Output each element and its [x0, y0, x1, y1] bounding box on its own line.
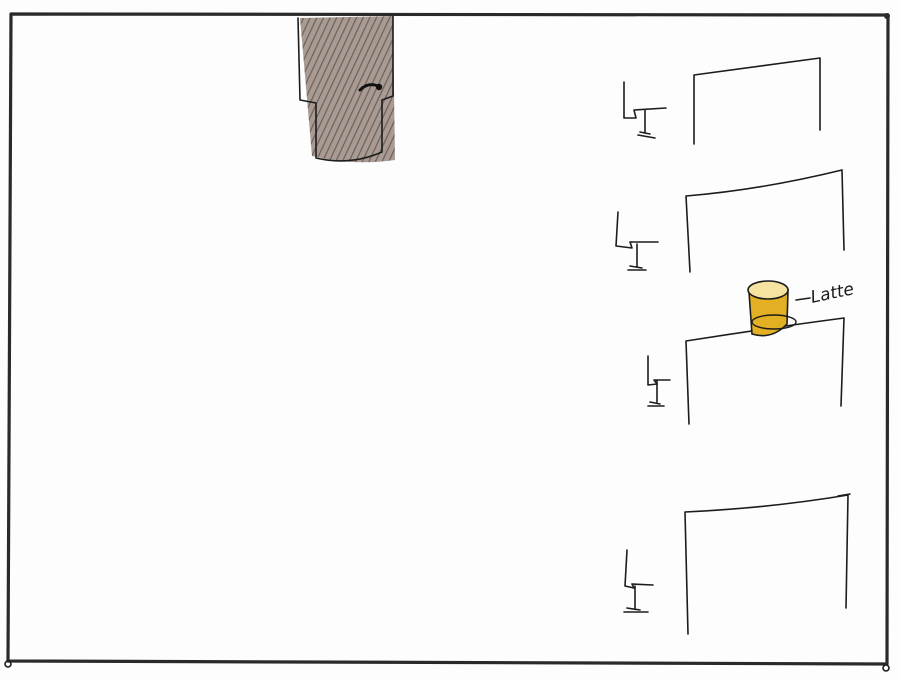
latte-cup-saucer: [751, 314, 797, 330]
desk-outline: [693, 57, 821, 145]
desk-outline: [685, 169, 845, 273]
desk-outline-tick: [837, 493, 851, 497]
desk-outline: [684, 494, 849, 635]
latte-cup-icon[interactable]: [747, 280, 797, 337]
desk-1[interactable]: [623, 57, 821, 145]
room-wall: [6, 12, 890, 666]
desk-2[interactable]: [615, 169, 845, 273]
latte-label-leader: [795, 297, 811, 301]
chair-icon: [615, 211, 659, 271]
latte-label: Latte: [809, 279, 856, 308]
chair-icon: [623, 81, 667, 139]
desk-4[interactable]: [623, 493, 851, 635]
desk-3[interactable]: Latte: [647, 279, 856, 425]
latte-cup-body: [748, 289, 789, 337]
wall-corner-mark: [4, 660, 12, 668]
door-outline: [297, 15, 394, 162]
wall-corner-mark: [882, 664, 890, 672]
chair-icon: [623, 549, 654, 613]
chair-icon: [647, 355, 671, 407]
door[interactable]: [297, 15, 395, 163]
door-panel: [300, 16, 395, 163]
wall-corner-mark: [884, 13, 890, 19]
door-knob-icon: [375, 83, 383, 91]
latte-cup-lid: [747, 280, 789, 300]
